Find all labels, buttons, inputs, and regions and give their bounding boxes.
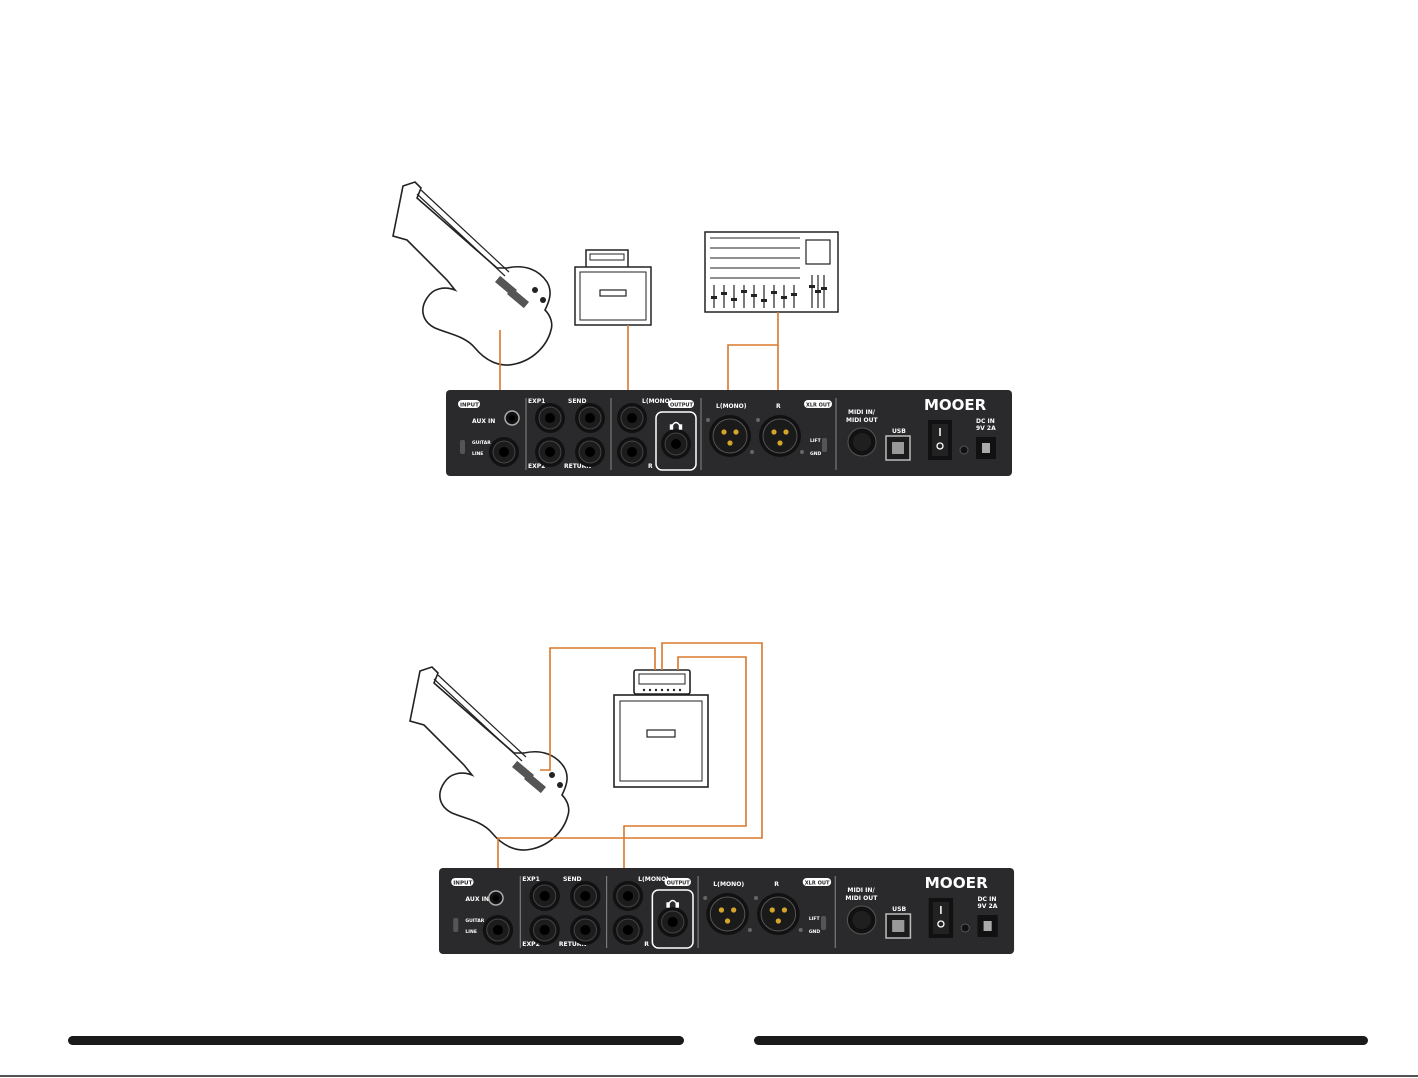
label-midi-2: MIDI OUT bbox=[845, 895, 878, 902]
label-xlr-l-mono: L(MONO) bbox=[713, 881, 744, 888]
label-line: LINE bbox=[472, 451, 483, 457]
label-r: R bbox=[644, 941, 649, 948]
label-exp1: EXP1 bbox=[528, 398, 545, 405]
label-xlr-out: XLR OUT bbox=[806, 403, 831, 409]
amp-cabinet-icon bbox=[575, 250, 651, 325]
label-xlr-r: R bbox=[776, 403, 781, 410]
label-output: OUTPUT bbox=[670, 403, 693, 409]
brand-logo-text: MOOER bbox=[924, 396, 987, 414]
label-aux-in: AUX IN bbox=[472, 418, 495, 425]
electric-guitar-icon bbox=[393, 182, 552, 365]
footer-rule-right bbox=[754, 1036, 1368, 1045]
power-switch-icon bbox=[928, 420, 952, 460]
label-lift: LIFT bbox=[809, 916, 821, 922]
label-send: SEND bbox=[568, 398, 586, 405]
mixing-console-icon bbox=[705, 232, 838, 312]
rear-panel-top: INPUT AUX IN GUITAR LINE EXP1 SEND EXP2 … bbox=[446, 390, 1012, 476]
label-input: INPUT bbox=[460, 403, 479, 409]
electric-guitar-icon bbox=[410, 667, 569, 850]
label-gnd: GND bbox=[809, 929, 821, 935]
label-guitar: GUITAR bbox=[465, 918, 484, 924]
label-send: SEND bbox=[563, 876, 582, 883]
diagram-bottom: INPUT AUX IN GUITAR LINE EXP1 SEND EXP2 … bbox=[410, 643, 1014, 954]
diagram-top: INPUT AUX IN GUITAR LINE EXP1 SEND EXP2 … bbox=[393, 182, 1012, 476]
label-input: INPUT bbox=[453, 881, 472, 887]
label-aux-in: AUX IN bbox=[465, 896, 489, 903]
label-lift: LIFT bbox=[810, 438, 822, 444]
label-xlr-out: XLR OUT bbox=[805, 881, 830, 887]
label-r: R bbox=[648, 463, 653, 470]
rear-panel-bottom: INPUT AUX IN GUITAR LINE EXP1 SEND EXP2 … bbox=[439, 868, 1014, 954]
label-xlr-r: R bbox=[774, 881, 779, 888]
footer-rule-left bbox=[68, 1036, 684, 1045]
label-guitar: GUITAR bbox=[472, 440, 491, 446]
label-gnd: GND bbox=[810, 451, 821, 457]
brand-logo-text: MOOER bbox=[925, 874, 989, 892]
amp-cabinet-icon bbox=[614, 670, 708, 787]
label-output: OUTPUT bbox=[667, 881, 691, 887]
label-xlr-l-mono: L(MONO) bbox=[716, 403, 747, 410]
power-switch-icon bbox=[929, 898, 953, 938]
label-line: LINE bbox=[465, 929, 477, 935]
label-midi-2: MIDI OUT bbox=[846, 417, 878, 424]
label-usb: USB bbox=[892, 906, 906, 913]
label-dc-spec: 9V 2A bbox=[977, 903, 997, 910]
label-dc-in: DC IN bbox=[976, 418, 995, 425]
label-midi: MIDI IN/ bbox=[847, 887, 875, 894]
label-dc-spec: 9V 2A bbox=[976, 425, 996, 432]
label-usb: USB bbox=[892, 428, 906, 435]
label-midi: MIDI IN/ bbox=[848, 409, 876, 416]
label-exp1: EXP1 bbox=[522, 876, 540, 883]
label-dc-in: DC IN bbox=[977, 896, 996, 903]
